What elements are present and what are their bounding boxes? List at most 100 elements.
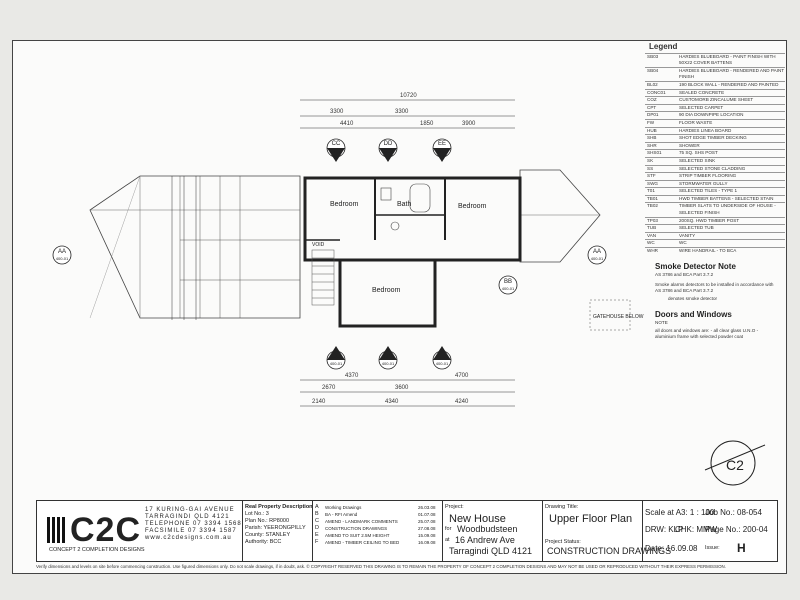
right-roof-outline [519, 169, 601, 263]
revision-date: 01.07.08 [418, 512, 436, 517]
legend-row: SB04 HARDIES BLUEBOARD - RENDERED AND PAI… [645, 66, 785, 81]
revision-date: 15.09.08 [418, 533, 436, 538]
drawing-title: Upper Floor Plan [549, 513, 633, 525]
revision-desc: AMEND - LANDMARK COMMENTS [325, 519, 398, 524]
revision-date: 25.07.08 [418, 519, 436, 524]
title-block: C2C CONCEPT 2 COMPLETION DESIGNS 17 KURI… [36, 500, 778, 562]
dim-overall: 10720 [400, 93, 417, 99]
dim-bottom-6: 4340 [385, 399, 399, 405]
legend-desc: HARDIES BLUEBOARD - RENDERED AND PAINT F… [679, 67, 784, 80]
revision-desc: CONSTRUCTION DRAWINGS [325, 526, 388, 531]
svg-text:AA: AA [58, 249, 66, 255]
legend-desc: 75 SQ. SHS POST [679, 150, 718, 156]
smoke-detector-symbol-text: denotes smoke detector [668, 296, 718, 301]
facsimile: FACSIMILE 07 3394 1587 [145, 528, 237, 534]
legend-desc: VANITY [679, 232, 696, 238]
room-bath: Bath [397, 201, 412, 208]
legend-title: Legend [649, 42, 678, 51]
svg-text:AA: AA [593, 249, 601, 255]
legend-code: SB03 [647, 53, 659, 59]
legend-code: TB02 [647, 203, 658, 209]
issue-date: Date: 16.09.08 [645, 544, 698, 553]
legend-desc: 190 BLOCK WALL - RENDERED AND PAINTED [679, 81, 779, 87]
top-dimensions [300, 99, 515, 129]
project-status: CONSTRUCTION DRAWINGS [547, 546, 672, 556]
legend-code: WC [647, 240, 655, 246]
parish: Parish: YEERONGPILLY [245, 525, 306, 531]
legend-code: SB04 [647, 67, 659, 73]
property-title: Real Property Description [245, 504, 313, 510]
project-label: Project: [445, 504, 464, 510]
dim-bottom-4: 3600 [395, 385, 409, 391]
revision-issue: D [315, 525, 319, 531]
dim-top-2: 3300 [395, 109, 409, 115]
revision-desc: AMEND TO SUIT 2.5M HEIGHT [325, 533, 390, 538]
legend-desc: FLOOR WASTE [679, 119, 713, 125]
svg-text:400-01: 400-01 [382, 149, 395, 154]
legend-desc: SHOWER [679, 142, 700, 148]
legend-code: DP01 [647, 112, 659, 118]
void-label: VOID [312, 242, 325, 248]
doors-windows-note: NOTE [655, 320, 668, 325]
svg-text:DD: DD [384, 354, 393, 360]
legend-code: TUB [647, 225, 657, 231]
smoke-detector-ref: AS 3786 and BCA Part 3.7.2 [655, 272, 714, 277]
issue-letter: H [737, 541, 746, 555]
drawing-title-label: Drawing Title: [545, 504, 579, 510]
dim-bottom-1: 4370 [345, 373, 359, 379]
revision-desc: AMEND - TIMBER CEILING TO BED [325, 540, 400, 545]
legend-desc: TIMBER SLATS TO UNDERSIDE OF HOUSE - SEL… [679, 203, 776, 216]
legend-code: SHS01 [647, 150, 662, 156]
legend-desc: HWD TIMBER BATTENS - SELECTED STAIN [679, 195, 774, 201]
smoke-detector-title: Smoke Detector Note [655, 262, 736, 271]
logo-bars-icon [47, 513, 67, 552]
for-label: for [445, 526, 452, 532]
legend-row: TB02 TIMBER SLATS TO UNDERSIDE OF HOUSE -… [645, 202, 785, 216]
legend-desc: 200SQ. HWD TIMBER POST [679, 217, 740, 223]
stairs [311, 249, 335, 306]
legend-code: SWG [647, 180, 658, 186]
revision-issue: C [315, 518, 319, 524]
legend-code: STF [647, 173, 656, 179]
svg-text:400-01: 400-01 [330, 149, 343, 154]
dim-bottom-5: 2140 [312, 399, 326, 405]
legend-code: TB01 [647, 195, 658, 201]
revision-date: 26.03.08 [418, 505, 436, 510]
legend-desc: WIRE HANDRAIL - TO BCA [679, 248, 737, 254]
revision-issue: B [315, 511, 319, 517]
dim-top-3: 4410 [340, 121, 354, 127]
plan-no: Plan No.: RP8000 [245, 518, 290, 524]
svg-text:EE: EE [438, 354, 446, 360]
site-address-2: Tarragindi QLD 4121 [449, 546, 533, 556]
legend-desc: HARDIES BLUEBOARD - PAINT FINISH WITH 50… [679, 53, 776, 66]
legend-row: SHS01 75 SQ. SHS POST [645, 149, 785, 157]
website: www.c2cdesigns.com.au [145, 535, 232, 541]
doors-windows-title: Doors and Windows [655, 310, 732, 319]
issue-label: Issue: [705, 545, 720, 551]
legend: Legend SB03 HARDIES BLUEBOARD - PAINT FIN… [645, 42, 785, 255]
dim-top-5: 3900 [462, 121, 476, 127]
left-dimensions [171, 176, 197, 320]
legend-desc: SELECTED TUB [679, 225, 714, 231]
legend-desc: SELECTED CARPET [679, 104, 724, 110]
gatehouse-label: GATEHOUSE BELOW [593, 314, 644, 320]
room-bedroom-1: Bedroom [330, 201, 359, 208]
client-name: Woodbudsteen [457, 524, 518, 534]
room-bedroom-2: Bedroom [458, 203, 487, 210]
